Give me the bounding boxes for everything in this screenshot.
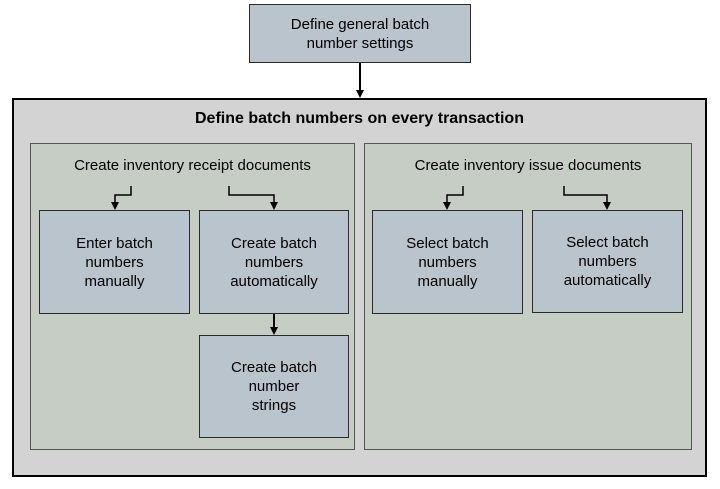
select-batch-numbers-automatically-box: Select batch numbers automatically [532, 210, 683, 313]
enter-batch-numbers-manually-box: Enter batch numbers manually [39, 210, 190, 314]
issue-panel-title: Create inventory issue documents [414, 157, 642, 174]
enter-manually-label: Enter batch numbers manually [76, 234, 153, 290]
receipt-panel-title: Create inventory receipt documents [74, 157, 311, 174]
create-batch-numbers-automatically-box: Create batch numbers automatically [199, 210, 349, 314]
define-general-settings-box: Define general batch number settings [249, 4, 471, 63]
select-automatically-label: Select batch numbers automatically [563, 234, 652, 289]
create-automatically-label: Create batch numbers automatically [230, 234, 318, 290]
select-batch-numbers-manually-box: Select batch numbers manually [372, 210, 523, 314]
select-manually-label: Select batch numbers manually [406, 234, 489, 290]
create-strings-label: Create batch number strings [231, 359, 317, 414]
container-title: Define batch numbers on every transactio… [195, 110, 524, 127]
define-general-settings-label: Define general batch number settings [290, 15, 430, 52]
create-batch-number-strings-box: Create batch number strings [199, 335, 349, 438]
